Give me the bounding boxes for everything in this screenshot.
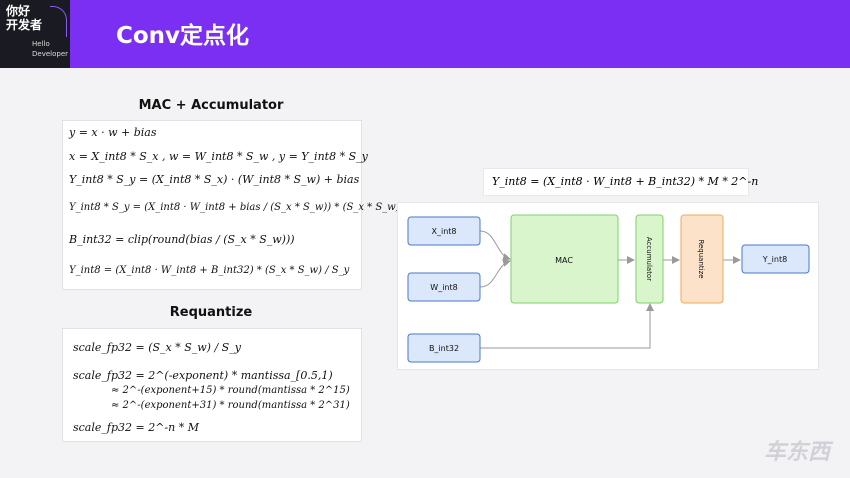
accumulator-label: Accumulator [645, 237, 653, 281]
equation-6: Y_int8 = (X_int8 · W_int8 + B_int32) * (… [69, 265, 350, 276]
logo-line2: 开发者 [6, 18, 43, 32]
logo-line1: 你好 [6, 4, 31, 18]
header-bar: 你好 开发者 Hello Developer Conv定点化 [0, 0, 850, 68]
edge-b-acc [480, 303, 654, 349]
edge-x-mac [479, 230, 511, 261]
mac-section-title: MAC + Accumulator [138, 98, 284, 113]
brand-logo: 你好 开发者 Hello Developer [0, 0, 70, 68]
watermark-logo: 车东西 [763, 440, 830, 465]
w-input-label: W_int8 [430, 283, 457, 292]
edge-w-mac [479, 259, 511, 288]
requant-equation-3: ≈ 2^-(exponent+15) * round(mantissa * 2^… [111, 385, 350, 396]
x-input-label: X_int8 [432, 227, 457, 236]
mac-equations-panel: y = x · w + bias x = X_int8 * S_x , w = … [62, 120, 400, 290]
requant-formula: Y_int8 = (X_int8 · W_int8 + B_int32) * M… [492, 175, 759, 188]
mac-block [510, 214, 619, 304]
logo-decoration [50, 6, 67, 37]
requant-formula-box: Y_int8 = (X_int8 · W_int8 + B_int32) * M… [483, 168, 758, 196]
equation-3: Y_int8 * S_y = (X_int8 * S_x) · (W_int8 … [69, 173, 360, 186]
requant-equation-4: ≈ 2^-(exponent+31) * round(mantissa * 2^… [111, 400, 350, 411]
y-output-box [741, 244, 810, 274]
equation-4: Y_int8 * S_y = (X_int8 · W_int8 + bias /… [69, 202, 400, 213]
b-input-label: B_int32 [429, 344, 459, 353]
conv-dataflow-diagram: X_int8 W_int8 B_int32 MAC Accumulator Re… [397, 202, 819, 370]
logo-line3: Hello [32, 40, 50, 48]
y-output-label: Y_int8 [762, 255, 787, 264]
requantize-section-title: Requantize [169, 305, 253, 320]
mac-label: MAC [555, 256, 573, 265]
requantize-block [680, 214, 724, 304]
requant-equation-2: scale_fp32 = 2^(-exponent) * mantissa_[0… [73, 369, 333, 382]
x-input-box [407, 216, 481, 246]
equation-2: x = X_int8 * S_x , w = W_int8 * S_w , y … [69, 150, 368, 163]
dataflow-svg: X_int8 W_int8 B_int32 MAC Accumulator Re… [407, 214, 810, 363]
equation-5: B_int32 = clip(round(bias / (S_x * S_w))… [69, 233, 295, 246]
logo-line4: Developer [32, 50, 69, 58]
b-input-box [407, 333, 481, 363]
requant-equation-1: scale_fp32 = (S_x * S_w) / S_y [73, 341, 241, 354]
w-input-box [407, 272, 481, 302]
equation-1: y = x · w + bias [69, 126, 157, 139]
slide-title: Conv定点化 [116, 23, 250, 49]
requantize-label: Requantize [697, 239, 705, 278]
requant-equation-5: scale_fp32 = 2^-n * M [73, 421, 199, 434]
requantize-equations-panel: scale_fp32 = (S_x * S_w) / S_y scale_fp3… [62, 328, 362, 442]
accumulator-block [635, 214, 664, 304]
